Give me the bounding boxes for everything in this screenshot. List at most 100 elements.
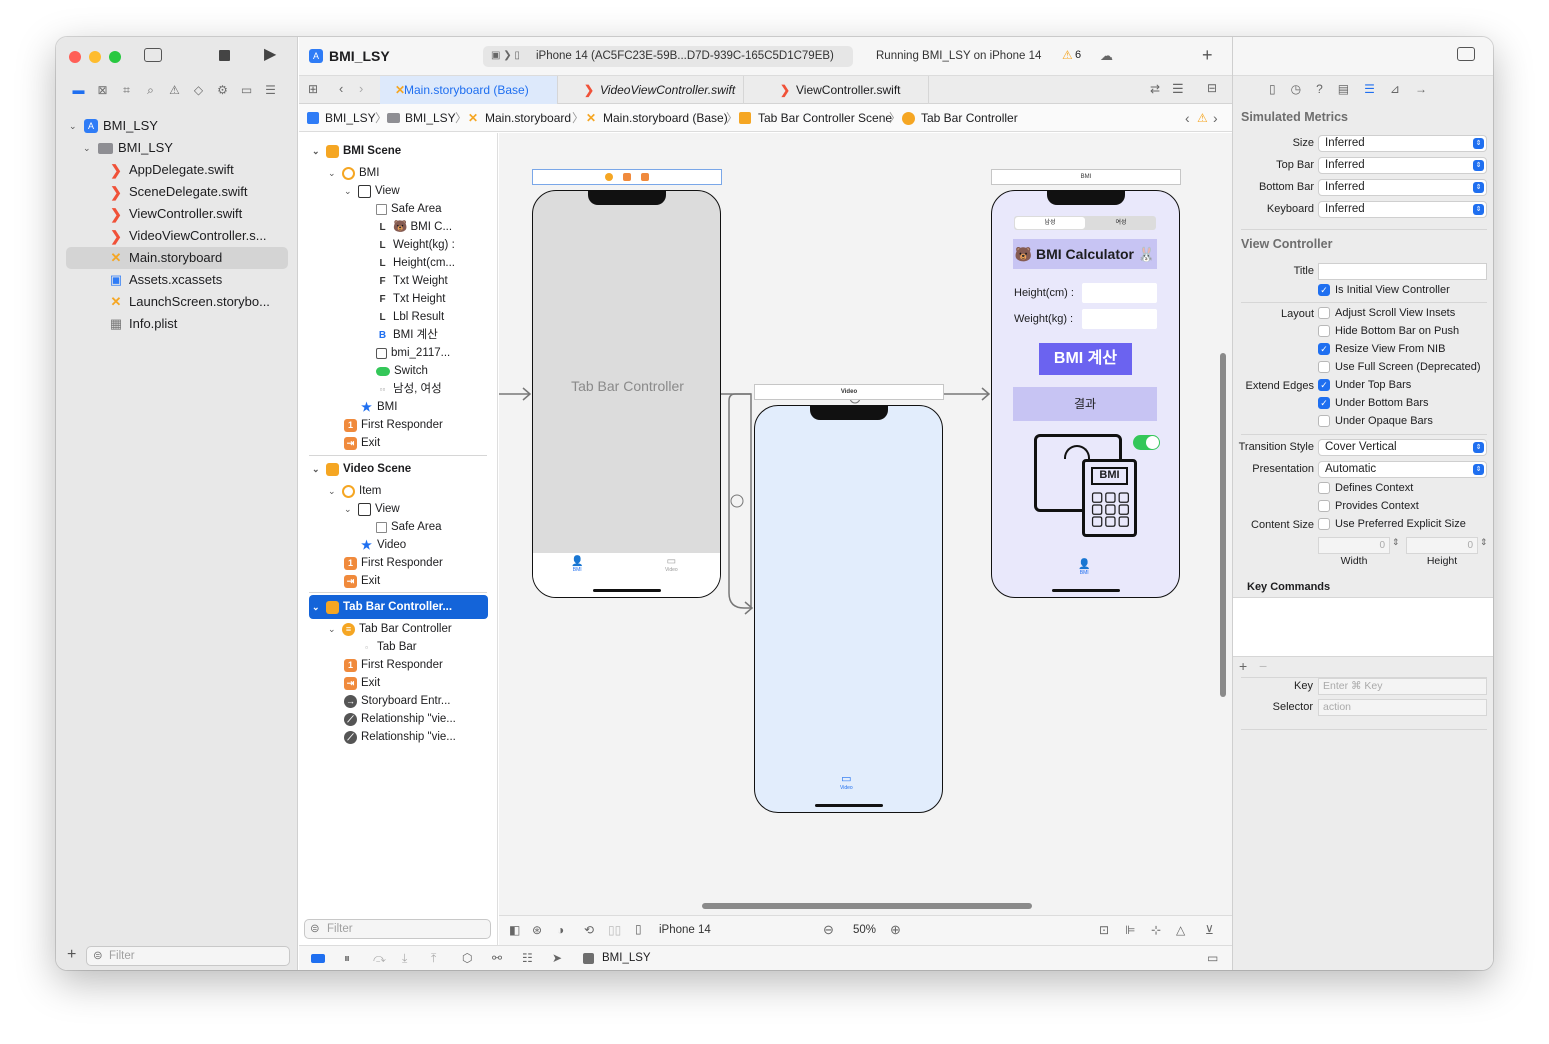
debug-icon[interactable]: ⚙	[217, 83, 228, 97]
chevron-right-icon[interactable]: ›	[1213, 110, 1218, 126]
outline-segment[interactable]: ▫▫남성, 여성	[376, 380, 442, 398]
jump-item[interactable]: Main.storyboard	[485, 111, 572, 125]
source-control-icon[interactable]: ⊠	[97, 83, 108, 97]
under-top-checkbox[interactable]: ✓Under Top Bars	[1318, 379, 1411, 391]
resize-nib-checkbox[interactable]: ✓Resize View From NIB	[1318, 343, 1445, 355]
update-frames-icon[interactable]: ⊡	[1099, 923, 1110, 937]
key-commands-table[interactable]	[1233, 597, 1493, 657]
outline-tab-item[interactable]: ★BMI	[360, 398, 397, 416]
remove-icon[interactable]: −	[1259, 658, 1268, 674]
outline-tab-item[interactable]: ★Video	[360, 536, 406, 554]
view-hierarchy-icon[interactable]: ⬡	[462, 951, 473, 965]
editor-options-icon[interactable]: ☰	[1172, 81, 1184, 96]
outline-switch[interactable]: Switch	[376, 362, 428, 380]
outline-view[interactable]: ⌄View	[344, 500, 400, 518]
tab-view-controller[interactable]: ❯ ViewController.swift	[744, 76, 929, 104]
tab-bar[interactable]: 👤BMI ▭Video	[533, 553, 720, 597]
chevron-down-icon[interactable]: ⌄	[83, 143, 91, 153]
jump-item[interactable]: BMI_LSY	[405, 111, 456, 125]
issue-icon[interactable]: ⚠	[169, 83, 180, 97]
outline-view[interactable]: ⌄View	[344, 182, 400, 200]
tab-video-view-controller[interactable]: ❯ VideoViewController.swift	[558, 76, 744, 104]
file-item-selected[interactable]: ✕Main.storyboard	[66, 247, 288, 269]
initial-vc-checkbox[interactable]: ✓Is Initial View Controller	[1318, 284, 1450, 296]
run-icon[interactable]: ▶	[264, 46, 277, 63]
outline-relationship[interactable]: ⟋Relationship "vie...	[344, 728, 456, 746]
outline-relationship[interactable]: ⟋Relationship "vie...	[344, 710, 456, 728]
outline-video-scene[interactable]: ⌄Video Scene	[312, 460, 411, 478]
outline-image[interactable]: bmi_2117...	[376, 344, 450, 362]
forward-icon[interactable]: ›	[359, 81, 364, 96]
video-scene-dock[interactable]: Video	[754, 384, 944, 400]
add-icon[interactable]: +	[67, 946, 77, 963]
relationship-icon[interactable]	[730, 494, 744, 508]
size-popup[interactable]: Inferred⇕	[1318, 135, 1487, 152]
device-selector[interactable]: iPhone 14	[659, 924, 711, 936]
cloud-icon[interactable]: ☁	[1100, 48, 1113, 63]
outline-safe-area[interactable]: Safe Area	[376, 200, 442, 218]
file-item[interactable]: ❯ViewController.swift	[108, 204, 242, 224]
help-icon[interactable]: ?	[1316, 82, 1323, 96]
outline-bmi[interactable]: ⌄BMI	[328, 164, 379, 182]
video-phone[interactable]: ▭Video	[754, 405, 943, 813]
related-items-icon[interactable]: ⇄	[1150, 82, 1161, 96]
breakpoint-icon[interactable]: ▭	[240, 83, 253, 97]
chevron-down-icon[interactable]: ⌄	[344, 504, 352, 514]
pause-icon[interactable]: ⏸	[344, 951, 351, 965]
file-inspector-icon[interactable]: ▯	[1269, 82, 1276, 96]
key-input[interactable]: Enter ⌘ Key	[1318, 678, 1487, 695]
weight-input[interactable]	[1082, 309, 1157, 329]
grid-icon[interactable]: ⊞	[308, 82, 319, 96]
jump-item[interactable]: Tab Bar Controller	[921, 111, 1018, 125]
outline-filter[interactable]: ⊜ Filter	[304, 919, 491, 939]
symbol-icon[interactable]: ⌗	[123, 83, 130, 97]
navigator-filter[interactable]: ⊜ Filter	[86, 946, 290, 966]
attributes-icon[interactable]: ☰	[1364, 82, 1375, 96]
zoom-out-icon[interactable]: ⊖	[823, 922, 834, 937]
under-bottom-checkbox[interactable]: ✓Under Bottom Bars	[1318, 397, 1429, 409]
vertical-scrollbar[interactable]	[1220, 353, 1226, 697]
selector-input[interactable]: action	[1318, 699, 1487, 716]
sidebar-toggle-icon[interactable]	[144, 48, 162, 62]
bmi-phone[interactable]: 남성 여성 🐻 BMI Calculator 🐰 Height(cm) : We…	[991, 190, 1180, 598]
first-responder-icon[interactable]	[623, 173, 631, 181]
outline-bmi-scene[interactable]: ⌄BMI Scene	[312, 142, 401, 160]
environment-icon[interactable]: ☷	[522, 951, 533, 965]
activity-view[interactable]: ▣ ❯ ▯ iPhone 14 (AC5FC23E-59B...D7D-939C…	[483, 46, 1041, 67]
height-field[interactable]: 0	[1406, 537, 1478, 554]
jump-item[interactable]: Tab Bar Controller Scene	[758, 111, 893, 125]
tab-scene-dock[interactable]	[532, 169, 722, 185]
bmi-scene-dock[interactable]: BMI	[991, 169, 1181, 185]
outline-exit[interactable]: ⇥Exit	[344, 434, 380, 452]
pin-icon[interactable]: ⊹	[1151, 923, 1162, 937]
zoom-window-button[interactable]	[109, 51, 121, 63]
accessibility-icon[interactable]: ⊛	[532, 923, 543, 937]
full-screen-checkbox[interactable]: Use Full Screen (Deprecated)	[1318, 361, 1481, 373]
project-root[interactable]: ⌄ A BMI_LSY	[69, 116, 158, 136]
segment-female[interactable]: 여성	[1115, 220, 1127, 226]
group-folder[interactable]: ⌄ BMI_LSY	[83, 138, 173, 158]
layout-icon[interactable]: ▯▯	[608, 923, 622, 937]
height-input[interactable]	[1082, 283, 1157, 303]
memory-graph-icon[interactable]: ⚯	[492, 951, 503, 965]
step-in-icon[interactable]: ⤓	[402, 951, 408, 965]
bmi-calc-button[interactable]: BMI 계산	[1039, 343, 1132, 375]
size-icon[interactable]: ⊿	[1389, 82, 1400, 96]
stop-icon[interactable]	[219, 50, 230, 61]
under-opaque-checkbox[interactable]: Under Opaque Bars	[1318, 415, 1433, 427]
file-item[interactable]: ✕LaunchScreen.storybo...	[108, 292, 270, 312]
tab-bmi[interactable]: 👤BMI	[571, 556, 583, 573]
file-item[interactable]: ❯SceneDelegate.swift	[108, 182, 247, 202]
warning-icon[interactable]: ⚠	[1062, 48, 1073, 62]
minimize-window-button[interactable]	[89, 51, 101, 63]
defines-context-checkbox[interactable]: Defines Context	[1318, 482, 1413, 494]
chevron-down-icon[interactable]: ⌄	[328, 624, 336, 634]
outline-entry-point[interactable]: →Storyboard Entr...	[344, 692, 451, 710]
warning-icon[interactable]: ⚠	[1197, 111, 1208, 125]
test-icon[interactable]: ◇	[193, 83, 204, 97]
file-item[interactable]: ❯AppDelegate.swift	[108, 160, 234, 180]
